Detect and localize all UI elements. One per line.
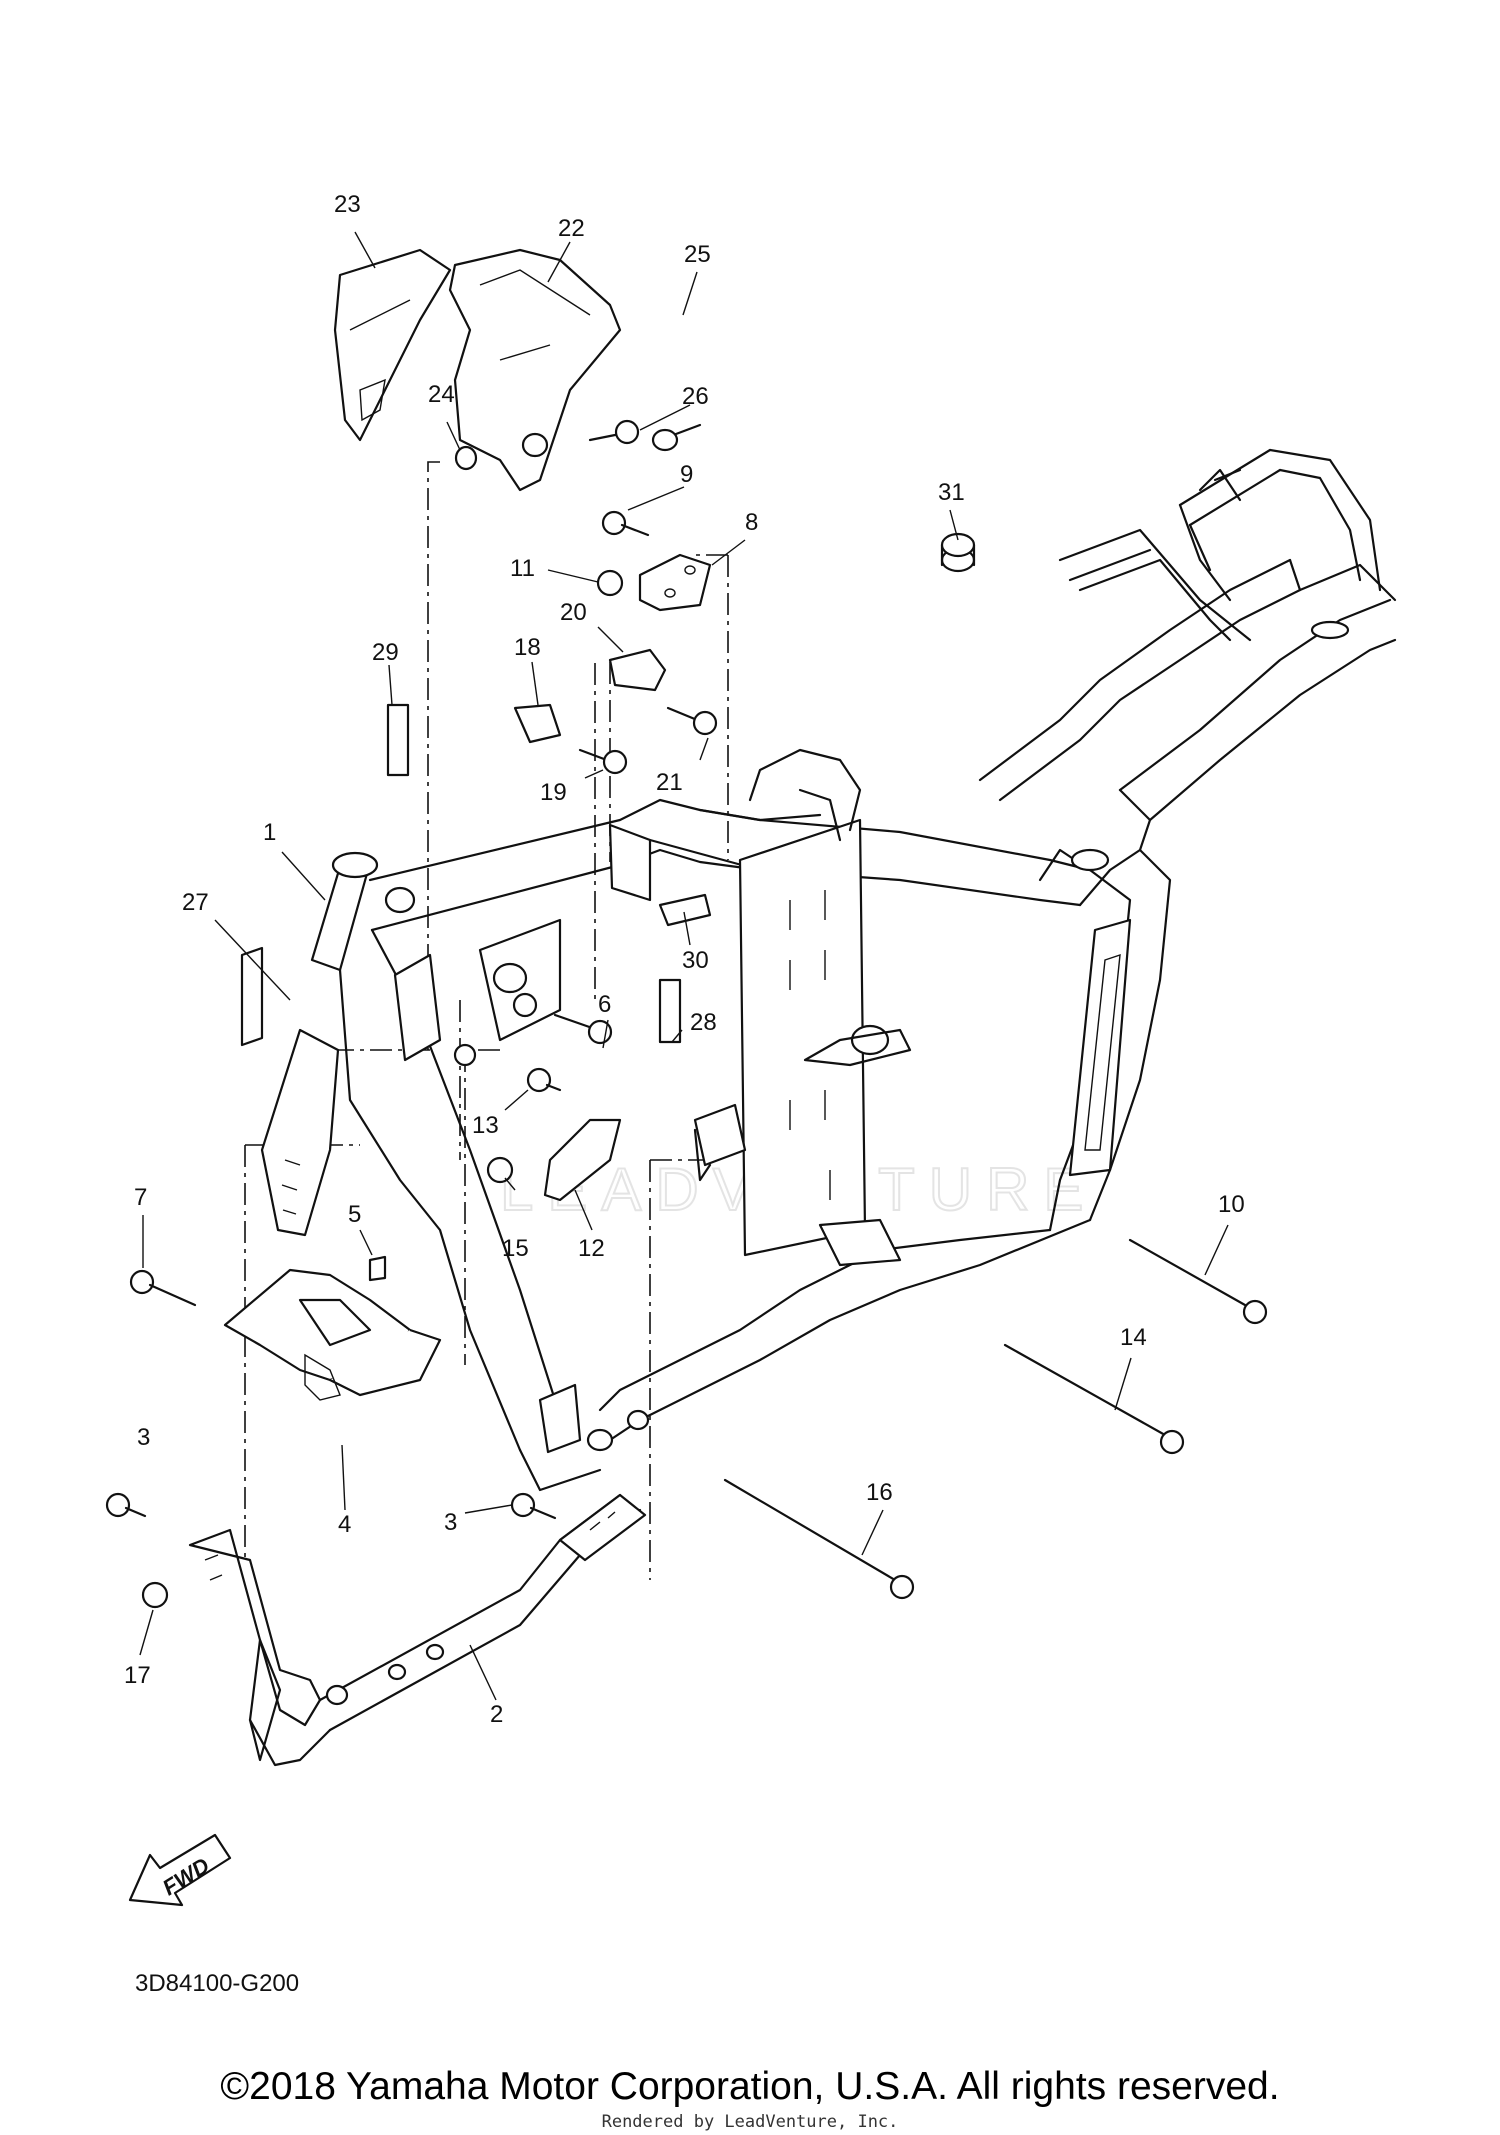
callout-12: 12: [578, 1235, 605, 1262]
callout-14: 14: [1120, 1324, 1147, 1351]
callout-13: 13: [472, 1112, 499, 1139]
callout-28: 28: [690, 1009, 717, 1036]
callout-2: 2: [490, 1701, 503, 1728]
callout-16: 16: [866, 1479, 893, 1506]
callout-8: 8: [745, 509, 758, 536]
small-parts: [240, 532, 976, 1282]
callout-31: 31: [938, 479, 965, 506]
callout-23: 23: [334, 191, 361, 218]
leader-lines: [139, 231, 1229, 1701]
lower-cradle: [188, 1493, 647, 1767]
callout-10: 10: [1218, 1191, 1245, 1218]
callout-4: 4: [338, 1511, 351, 1538]
callout-18: 18: [514, 634, 541, 661]
callout-9: 9: [680, 461, 693, 488]
fasteners: [105, 419, 1268, 1609]
callout-25: 25: [684, 241, 711, 268]
callout-15: 15: [502, 1235, 529, 1262]
diagram-code: 3D84100-G200: [135, 1970, 300, 1997]
callout-24: 24: [428, 381, 455, 408]
callout-3-left: 3: [137, 1424, 150, 1451]
callout-labels: 23 22 25 24 26 9 8 31 11 20 29 18 21 19 …: [124, 191, 1245, 1728]
callout-19: 19: [540, 779, 567, 806]
callout-22: 22: [558, 215, 585, 242]
callout-1: 1: [263, 819, 276, 846]
alignment-lines: [244, 461, 729, 1580]
callout-26: 26: [682, 383, 709, 410]
callout-3-mid: 3: [444, 1509, 457, 1536]
engine-mount: [223, 1268, 442, 1401]
side-covers: [333, 248, 622, 492]
callout-29: 29: [372, 639, 399, 666]
callout-21: 21: [656, 769, 683, 796]
callout-5: 5: [348, 1201, 361, 1228]
callout-30: 30: [682, 947, 709, 974]
copyright-text: ©2018 Yamaha Motor Corporation, U.S.A. A…: [220, 2065, 1280, 2108]
callout-27: 27: [182, 889, 209, 916]
main-frame: [260, 448, 1397, 1492]
fwd-arrow-icon: FWD: [128, 1833, 232, 1907]
callout-7: 7: [134, 1184, 147, 1211]
callout-11: 11: [510, 555, 535, 582]
callout-6: 6: [598, 991, 611, 1018]
callout-17: 17: [124, 1662, 151, 1689]
rendered-by-text: Rendered by LeadVenture, Inc.: [601, 2112, 899, 2132]
callout-20: 20: [560, 599, 587, 626]
